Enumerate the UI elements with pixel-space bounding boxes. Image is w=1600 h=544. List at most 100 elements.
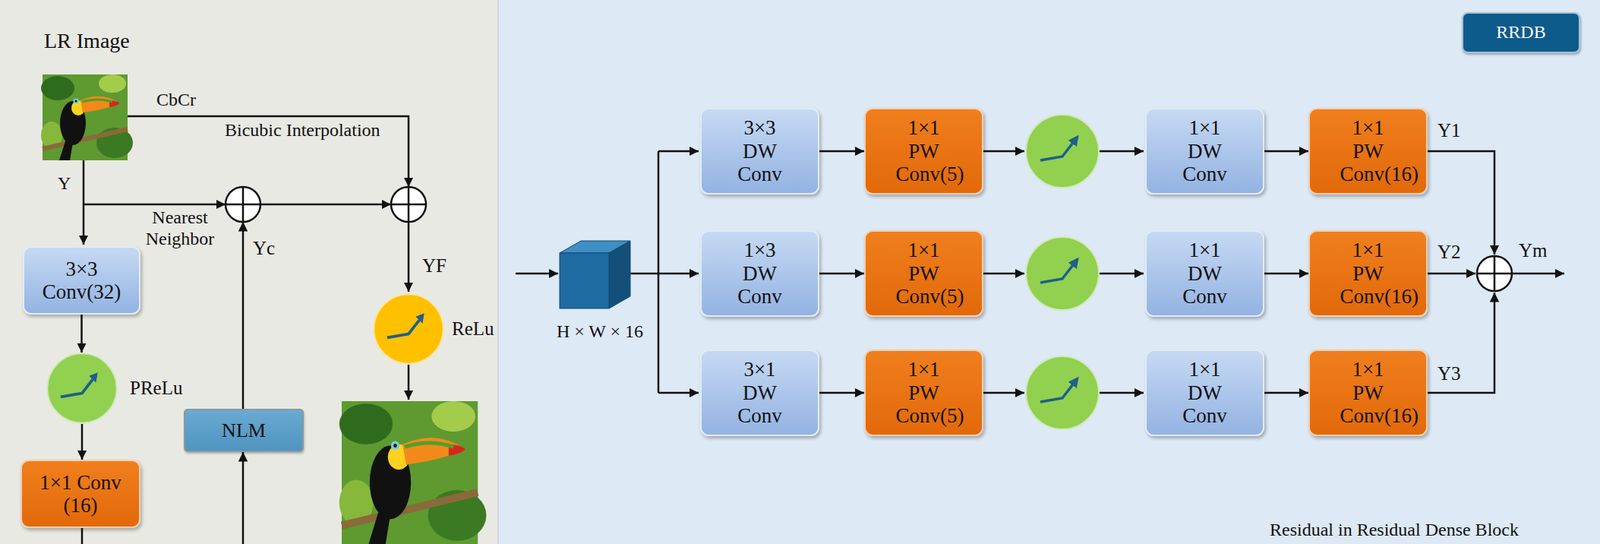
dw-conv-box: 3×3 DW Conv xyxy=(700,107,820,195)
continue-wire xyxy=(81,527,84,544)
text-label: Ym xyxy=(1518,239,1548,262)
box-text: 1×1 Conv (16) xyxy=(38,470,123,518)
branch-wire xyxy=(658,150,699,153)
dw-conv-box: 3×1 DW Conv xyxy=(700,349,820,436)
dw-conv-box: 1×1 DW Conv xyxy=(1145,107,1265,195)
box-text: 1×3 DW Conv xyxy=(732,238,789,309)
box-text: 1×1 PW Conv(5) xyxy=(896,116,953,187)
box-text: 1×1 PW Conv(16) xyxy=(1340,357,1397,428)
sum-cross xyxy=(225,186,261,222)
left-panel xyxy=(0,0,499,544)
text-label: Bicubic Interpolation xyxy=(224,119,381,142)
panel-divider xyxy=(497,0,499,544)
act-wire xyxy=(1098,150,1144,153)
connector-arrow xyxy=(81,423,84,460)
pw-conv-box: 1×1 PW Conv(16) xyxy=(1308,230,1428,317)
activation-arrowhead xyxy=(415,312,424,324)
text-label: Yc xyxy=(252,237,275,260)
right-panel xyxy=(498,0,1600,544)
activation-arrowhead xyxy=(88,372,98,383)
circle-fill xyxy=(373,293,443,363)
activation-label: PReLu xyxy=(129,377,183,400)
box-text: 1×1 PW Conv(5) xyxy=(896,357,953,428)
conv-box: 1×1 Conv (16) xyxy=(20,459,141,528)
merge-wire xyxy=(1427,272,1476,275)
connector-arrow xyxy=(80,314,83,353)
connector-arrow xyxy=(819,150,865,153)
act-wire xyxy=(983,391,1025,395)
box-text: 1×1 DW Conv xyxy=(1177,116,1234,187)
box-text: NLM xyxy=(221,419,266,442)
activation-symbol xyxy=(60,378,93,397)
yc-wire xyxy=(242,221,245,409)
activation-label: ReLu xyxy=(451,318,495,341)
connector-arrow xyxy=(819,272,865,275)
box-text: RRDB xyxy=(1495,22,1546,43)
box-text: 1×1 DW Conv xyxy=(1177,357,1234,428)
merge-wire xyxy=(1427,292,1495,393)
box-text: 1×1 DW Conv xyxy=(1177,238,1234,309)
text-label: Nearest Neighbor xyxy=(135,207,225,250)
connector-arrow xyxy=(1264,391,1309,395)
box-text: 3×3 Conv(32) xyxy=(40,257,124,304)
y-wire xyxy=(82,160,86,245)
output-image xyxy=(339,400,487,544)
connector-arrow xyxy=(1264,272,1309,275)
act-wire xyxy=(983,272,1025,275)
yf-wire xyxy=(407,221,411,292)
branch-wire xyxy=(630,151,659,393)
sum-cross xyxy=(391,186,427,222)
rrdb-input-wire xyxy=(515,272,559,275)
connector-arrow xyxy=(819,391,865,395)
activation-symbol xyxy=(387,319,420,338)
activation-circle-shape xyxy=(46,352,118,424)
legend-button: RRDB xyxy=(1461,12,1581,54)
sum-symbol xyxy=(391,186,427,222)
circle-fill xyxy=(47,353,117,423)
text-label: CbCr xyxy=(156,89,196,111)
input-image xyxy=(41,74,133,161)
sum-symbol xyxy=(225,186,261,222)
dw-conv-box: 1×1 DW Conv xyxy=(1145,349,1265,436)
box-text: 3×1 DW Conv xyxy=(732,357,789,428)
text-label: Y2 xyxy=(1437,241,1462,264)
box-text: 3×3 DW Conv xyxy=(732,116,789,187)
sum-wire xyxy=(260,203,392,206)
text-label: Residual in Residual Dense Block xyxy=(1269,519,1519,541)
pw-conv-box: 1×1 PW Conv(5) xyxy=(864,107,984,195)
nearest-wire xyxy=(83,203,226,206)
dw-conv-box: 1×1 DW Conv xyxy=(1145,230,1265,317)
act-wire xyxy=(983,150,1025,153)
act-wire xyxy=(1098,391,1144,395)
output-wire xyxy=(407,364,411,400)
activation-circle-shape xyxy=(372,293,445,365)
text-label: Y1 xyxy=(1437,119,1462,143)
pw-conv-box: 1×1 PW Conv(16) xyxy=(1308,349,1428,436)
activation-circle: PReLu xyxy=(46,352,118,424)
nlm-input-wire xyxy=(242,451,245,544)
branch-wire xyxy=(658,272,699,275)
dw-conv-box: 1×3 DW Conv xyxy=(700,230,820,317)
sum-symbol xyxy=(1476,255,1512,291)
pw-conv-box: 1×1 PW Conv(5) xyxy=(864,349,984,436)
activation-circle: ReLu xyxy=(372,293,445,365)
box-text: 1×1 PW Conv(5) xyxy=(896,238,953,309)
text-label: Y3 xyxy=(1437,362,1462,386)
cbcr-wire xyxy=(127,116,409,187)
sum-cross xyxy=(1476,255,1512,291)
activation-circle xyxy=(1025,114,1099,430)
merge-wire xyxy=(1427,151,1495,255)
box-text: 1×1 PW Conv(16) xyxy=(1340,238,1397,309)
connector-arrow xyxy=(1264,150,1309,153)
act-wire xyxy=(1098,272,1144,275)
pw-conv-box: 1×1 PW Conv(5) xyxy=(864,230,984,317)
feature-cube xyxy=(559,240,631,309)
branch-wire xyxy=(658,391,699,395)
text-label: LR Image xyxy=(44,28,130,54)
text-label: YF xyxy=(422,255,447,278)
box-text: 1×1 PW Conv(16) xyxy=(1340,116,1397,187)
nlm-box: NLM xyxy=(183,408,304,452)
text-label: Y xyxy=(57,173,71,195)
conv-box: 3×3 Conv(32) xyxy=(22,246,141,315)
